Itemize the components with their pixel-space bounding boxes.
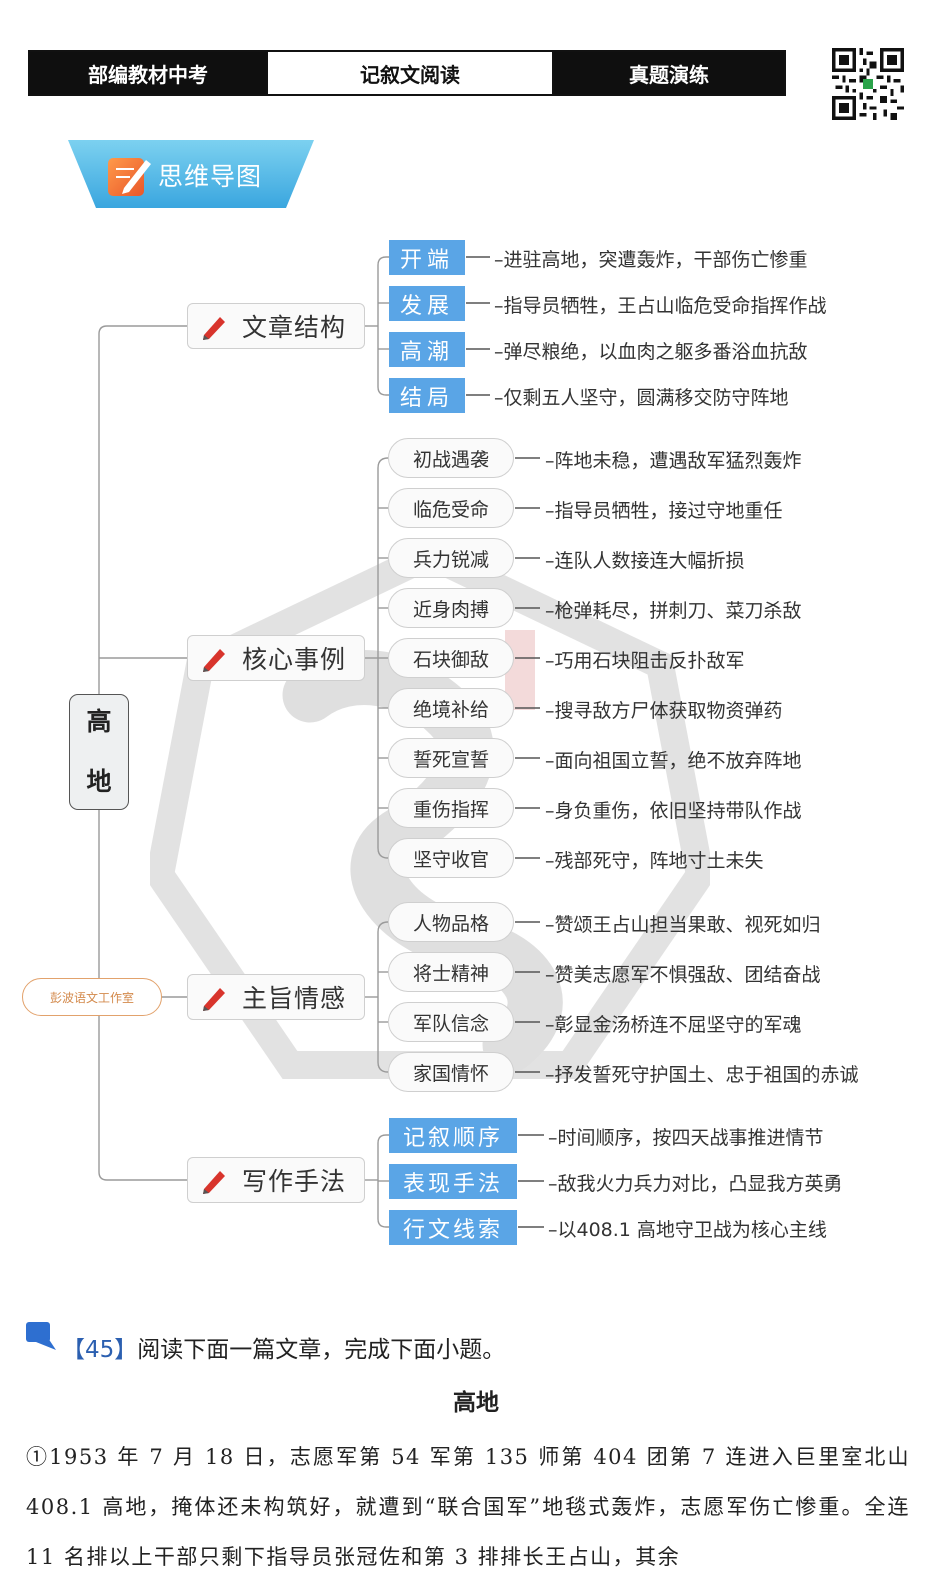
event-node: 临危受命 xyxy=(388,488,514,528)
category-writing: 写作手法 xyxy=(187,1157,365,1203)
banner-title: 思维导图 xyxy=(158,162,263,191)
category-theme: 主旨情感 xyxy=(187,974,365,1020)
event-desc: –身负重伤，依旧坚持带队作战 xyxy=(545,800,802,822)
event-desc: –面向祖国立誓，绝不放弃阵地 xyxy=(545,750,802,772)
structure-desc: –弹尽粮绝，以血肉之躯多番浴血抗敌 xyxy=(494,341,808,363)
theme-node: 人物品格 xyxy=(388,902,514,942)
structure-node: 发展 xyxy=(389,286,465,321)
category-label: 核心事例 xyxy=(242,645,347,674)
theme-node: 军队信念 xyxy=(388,1002,514,1042)
method-node: 记叙顺序 xyxy=(389,1118,517,1153)
method-node: 表现手法 xyxy=(389,1164,517,1199)
structure-node: 开端 xyxy=(389,240,465,275)
method-desc: –时间顺序，按四天战事推进情节 xyxy=(548,1127,824,1149)
pencil-icon xyxy=(203,1171,225,1194)
category-events: 核心事例 xyxy=(187,635,365,681)
category-label: 文章结构 xyxy=(242,313,347,342)
header-tab-textbook[interactable]: 部编教材中考 xyxy=(30,52,266,94)
root-char-1: 高 xyxy=(86,707,112,736)
article-title: 高地 xyxy=(453,1390,499,1416)
event-desc: –枪弹耗尽，拼刺刀、菜刀杀敌 xyxy=(545,600,802,622)
method-desc: –以408.1 高地守卫战为核心主线 xyxy=(548,1219,827,1241)
pencil-icon xyxy=(203,317,225,340)
header-bar: 部编教材中考 记叙文阅读 真题演练 xyxy=(28,50,786,96)
mindmap-banner xyxy=(68,140,314,208)
event-node: 重伤指挥 xyxy=(388,788,514,828)
event-node: 坚守收官 xyxy=(388,838,514,878)
event-node: 近身肉搏 xyxy=(388,588,514,628)
theme-desc: –彰显金汤桥连不屈坚守的军魂 xyxy=(545,1014,802,1036)
event-desc: –搜寻敌方尸体获取物资弹药 xyxy=(545,700,783,722)
event-node: 初战遇袭 xyxy=(388,438,514,478)
theme-node: 家国情怀 xyxy=(388,1052,514,1092)
event-node: 绝境补给 xyxy=(388,688,514,728)
bookmark-icon xyxy=(26,1322,56,1350)
root-char-2: 地 xyxy=(86,767,112,796)
category-label: 主旨情感 xyxy=(242,984,347,1013)
theme-desc: –赞颂王占山担当果敢、视死如归 xyxy=(545,914,821,936)
theme-desc: –抒发誓死守护国土、忠于祖国的赤诚 xyxy=(545,1064,859,1086)
article-paragraph: ①1953 年 7 月 18 日，志愿军第 54 军第 135 师第 404 团… xyxy=(26,1445,910,1569)
event-node: 誓死宣誓 xyxy=(388,738,514,778)
structure-desc: –仅剩五人坚守，圆满移交防守阵地 xyxy=(494,387,789,409)
pencil-icon xyxy=(203,988,225,1011)
event-desc: –指导员牺牲，接过守地重任 xyxy=(545,500,783,522)
question-number: 【45】 xyxy=(62,1337,138,1363)
event-node: 石块御敌 xyxy=(388,638,514,678)
event-desc: –连队人数接连大幅折损 xyxy=(545,550,745,572)
structure-desc: –指导员牺牲，王占山临危受命指挥作战 xyxy=(494,295,827,317)
question-prompt: 【45】阅读下面一篇文章，完成下面小题。 xyxy=(62,1330,505,1364)
structure-node: 高潮 xyxy=(389,332,465,367)
pencil-icon xyxy=(203,649,225,672)
event-desc: –阵地未稳，遭遇敌军猛烈轰炸 xyxy=(545,450,802,472)
event-desc: –残部死守，阵地寸土未失 xyxy=(545,850,764,872)
question-text: 阅读下面一篇文章，完成下面小题。 xyxy=(137,1337,506,1363)
theme-node: 将士精神 xyxy=(388,952,514,992)
header-tab-practice[interactable]: 真题演练 xyxy=(554,52,784,94)
qr-code-icon xyxy=(832,48,904,120)
category-structure: 文章结构 xyxy=(187,303,365,349)
header-tab-narrative[interactable]: 记叙文阅读 xyxy=(266,52,554,94)
method-desc: –敌我火力兵力对比，凸显我方英勇 xyxy=(548,1173,843,1195)
structure-desc: –进驻高地，突遭轰炸，干部伤亡惨重 xyxy=(494,249,808,271)
structure-node: 结局 xyxy=(389,378,465,413)
event-desc: –巧用石块阻击反扑敌军 xyxy=(545,650,745,672)
mindmap-connectors xyxy=(98,256,544,1228)
studio-badge: 彭波语文工作室 xyxy=(22,978,162,1016)
theme-desc: –赞美志愿军不惧强敌、团结奋战 xyxy=(545,964,821,986)
method-node: 行文线索 xyxy=(389,1210,517,1245)
event-node: 兵力锐减 xyxy=(388,538,514,578)
category-label: 写作手法 xyxy=(242,1167,347,1196)
mindmap-root: 高 地 xyxy=(69,694,129,810)
